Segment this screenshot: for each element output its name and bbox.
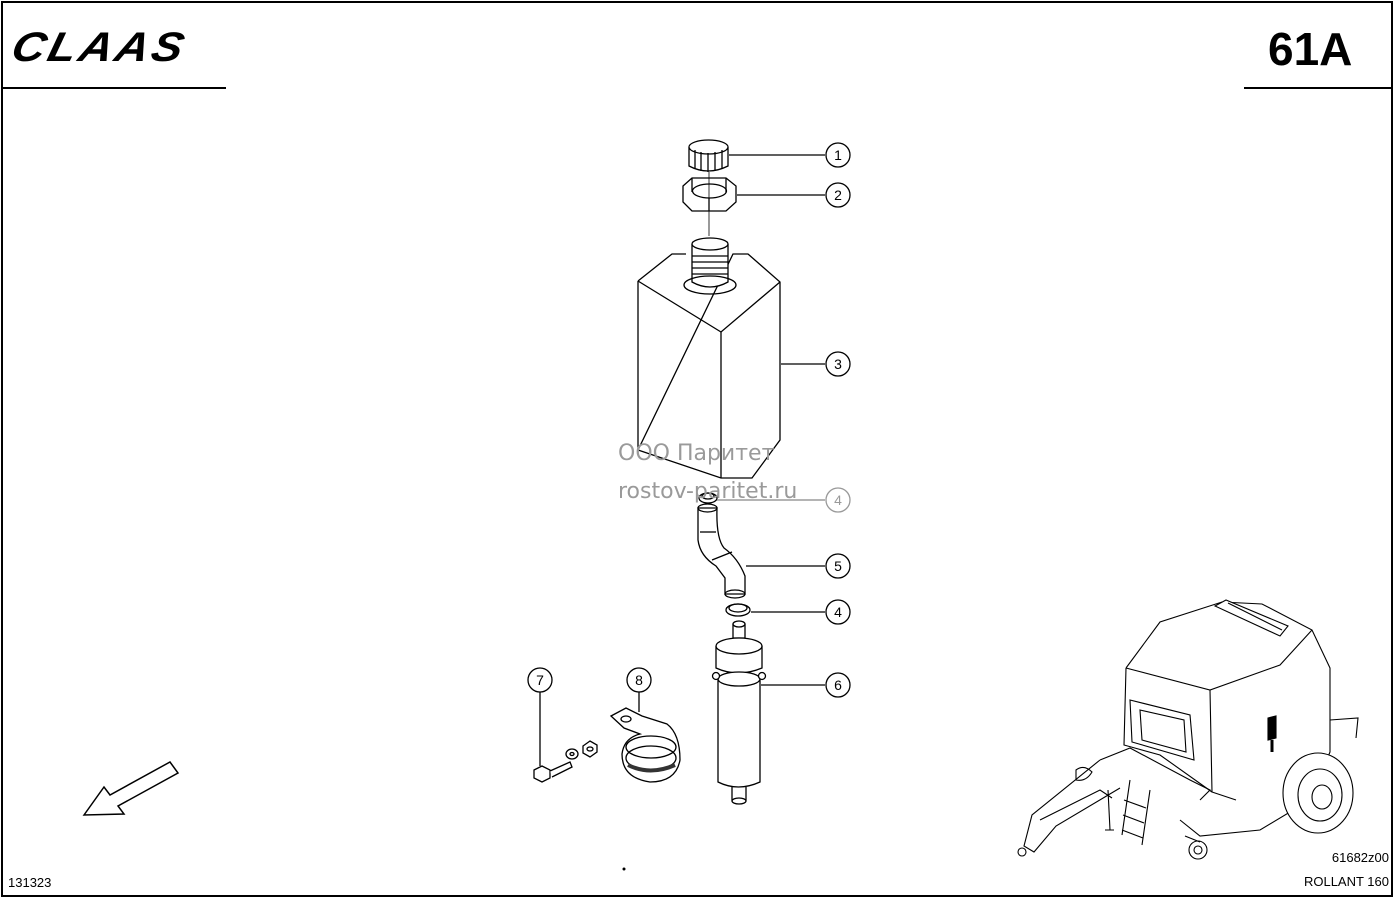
- callout-label-4a: 4: [834, 492, 842, 508]
- bolt-part: [533, 740, 598, 783]
- callout-label-5: 5: [834, 558, 842, 574]
- callout-4a: [825, 487, 851, 513]
- watermark-company: ООО Паритет: [618, 441, 775, 466]
- callout-label-3: 3: [834, 356, 842, 372]
- cap-part: [688, 139, 729, 172]
- callout-5: [825, 553, 851, 579]
- hose-part: [697, 503, 746, 599]
- callout-3: [825, 351, 851, 377]
- strap-bracket-part: [609, 707, 681, 783]
- callout-label-8: 8: [635, 672, 643, 688]
- callout-label-1: 1: [834, 147, 842, 163]
- callout-2: [825, 182, 851, 208]
- callout-label-6: 6: [834, 677, 842, 693]
- callout-label-7: 7: [536, 672, 544, 688]
- callout-label-2: 2: [834, 187, 842, 203]
- baler-machine-illustration: [1017, 599, 1359, 860]
- callout-7: [527, 667, 553, 693]
- model-name: ROLLANT 160: [1303, 874, 1389, 889]
- callout-6: [825, 672, 851, 698]
- fuel-filter-part: [711, 620, 767, 805]
- hose-clamp-lower: [725, 603, 751, 617]
- watermark-url: rostov-paritet.ru: [618, 479, 798, 504]
- document-number: 131323: [8, 875, 52, 890]
- tank-part: [637, 237, 781, 479]
- callout-1: [825, 142, 851, 168]
- direction-arrow: [82, 761, 180, 816]
- header-rule-right: [1244, 87, 1392, 89]
- callout-4b: [825, 599, 851, 625]
- hose-clamp-upper: [698, 492, 718, 504]
- header-rule-left: [3, 87, 226, 89]
- ring-nut-part: [682, 177, 737, 212]
- drawing-number: 61682z00: [1331, 850, 1389, 865]
- page-number: 61A: [1268, 23, 1353, 75]
- callout-label-4b: 4: [834, 604, 842, 620]
- callout-8: [626, 667, 652, 693]
